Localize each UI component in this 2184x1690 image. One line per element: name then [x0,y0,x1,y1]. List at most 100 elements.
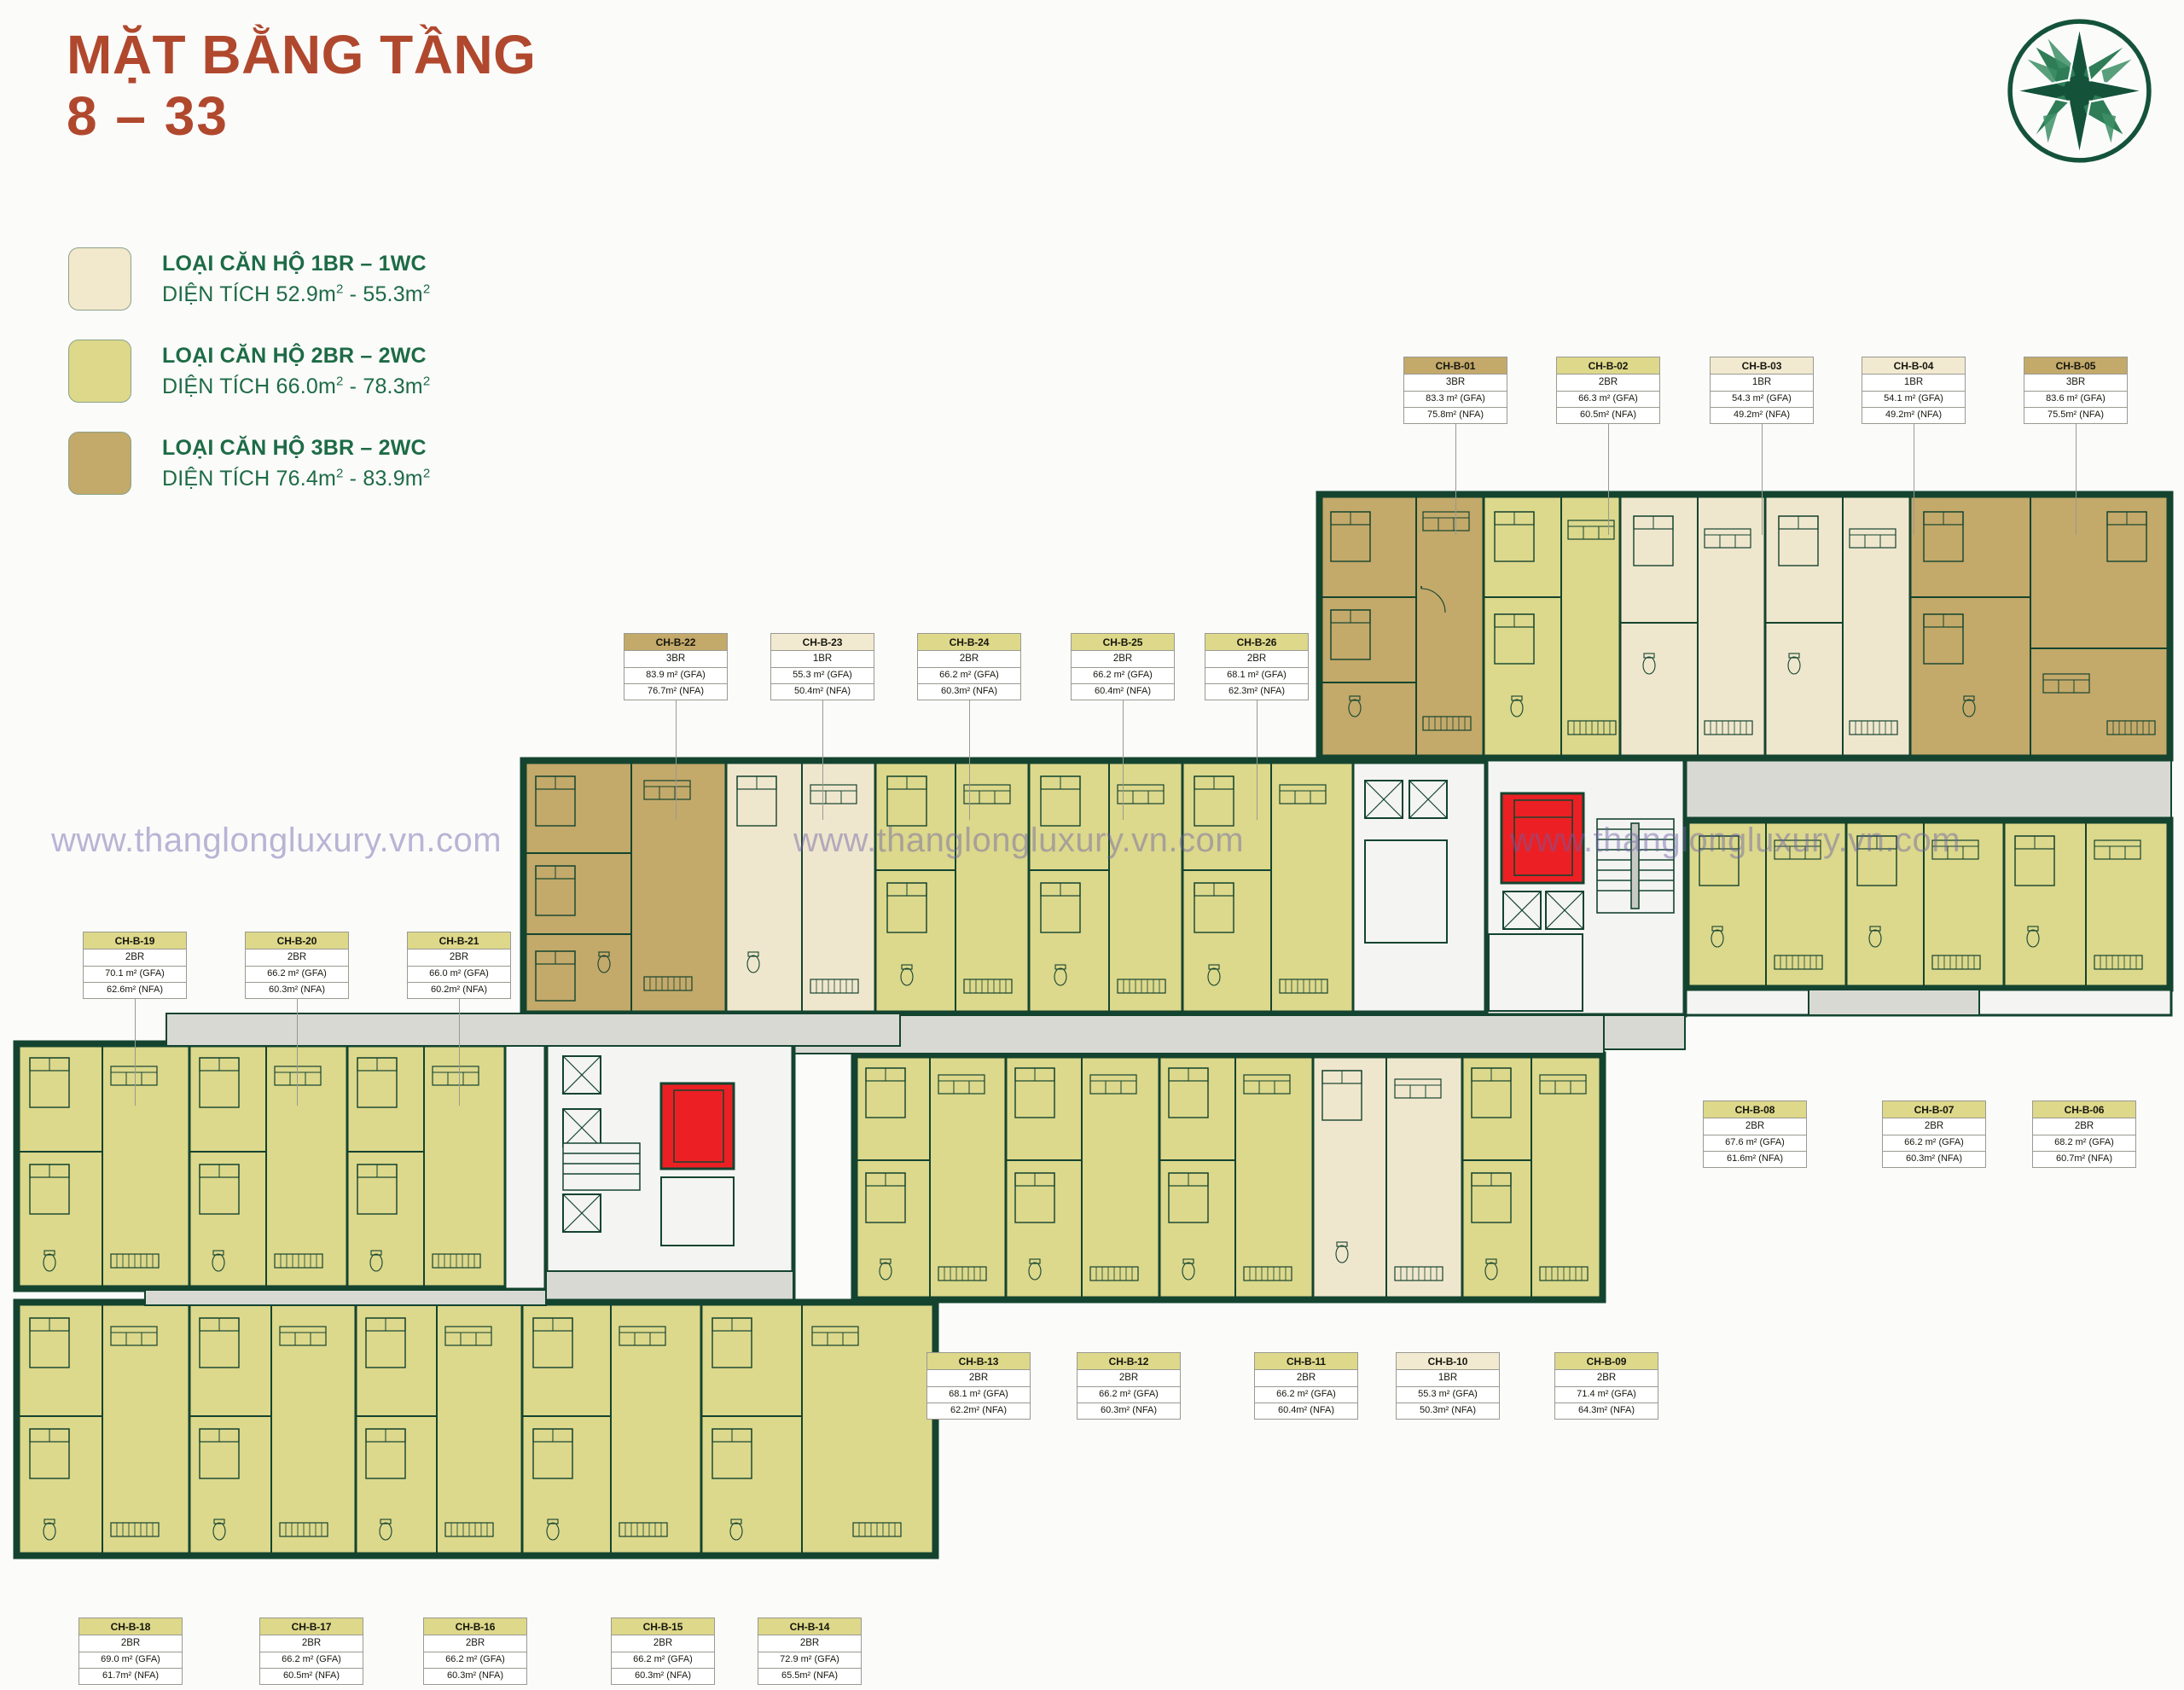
unit-code: CH-B-08 [1704,1101,1806,1118]
unit-bedrooms: 1BR [1711,375,1813,392]
unit-bedrooms: 2BR [1555,1370,1658,1387]
unit-code: CH-B-10 [1397,1353,1499,1370]
unit-code: CH-B-20 [246,932,348,950]
unit-nfa: 60.7m² (NFA) [2055,1153,2112,1164]
unit-code: CH-B-18 [79,1618,182,1635]
unit-gfa: 66.2 m² (GFA) [1255,1387,1357,1403]
unit-leader-line [676,696,677,820]
unit-code: CH-B-25 [1072,634,1174,651]
unit-gfa: 68.1 m² (GFA) [927,1387,1030,1403]
unit-nfa: 64.3m² (NFA) [1577,1405,1635,1415]
unit-code: CH-B-05 [2024,357,2127,375]
unit-nfa: 50.3m² (NFA) [1419,1405,1476,1415]
legend-label-2br: LOẠI CĂN HỘ 2BR – 2WC [162,343,427,368]
unit-bedrooms: 2BR [1704,1118,1806,1135]
unit-gfa: 66.2 m² (GFA) [1883,1135,1985,1152]
unit-nfa: 50.4m² (NFA) [793,686,851,696]
unit-code: CH-B-13 [927,1353,1030,1370]
unit-gfa: 66.2 m² (GFA) [612,1652,714,1669]
unit-gfa: 66.2 m² (GFA) [918,668,1020,684]
unit-code: CH-B-07 [1883,1101,1985,1118]
legend-area-1br: DIỆN TÍCH 52.9m2 - 55.3m2 [162,282,431,306]
unit-code: CH-B-19 [84,932,186,950]
unit-nfa: 76.7m² (NFA) [647,686,704,696]
unit-gfa: 72.9 m² (GFA) [758,1652,861,1669]
unit-gfa: 66.2 m² (GFA) [1072,668,1174,684]
unit-gfa: 68.2 m² (GFA) [2033,1135,2135,1152]
unit-bedrooms: 1BR [1862,375,1965,392]
unit-gfa: 71.4 m² (GFA) [1555,1387,1658,1403]
unit-nfa: 60.3m² (NFA) [1100,1405,1157,1415]
unit-gfa: 54.1 m² (GFA) [1862,392,1965,408]
unit-code: CH-B-14 [758,1618,861,1635]
legend-label-1br: LOẠI CĂN HỘ 1BR – 1WC [162,251,427,276]
unit-code: CH-B-15 [612,1618,714,1635]
unit-nfa: 60.3m² (NFA) [446,1670,503,1681]
unit-gfa: 83.6 m² (GFA) [2024,392,2127,408]
unit-bedrooms: 2BR [1557,375,1659,392]
unit-gfa: 67.6 m² (GFA) [1704,1135,1806,1152]
unit-bedrooms: 2BR [1255,1370,1357,1387]
unit-nfa: 60.3m² (NFA) [1905,1153,1962,1164]
unit-nfa: 49.2m² (NFA) [1733,409,1790,420]
unit-gfa: 54.3 m² (GFA) [1711,392,1813,408]
unit-bedrooms: 2BR [1077,1370,1180,1387]
unit-nfa: 60.5m² (NFA) [282,1670,340,1681]
unit-code: CH-B-09 [1555,1353,1658,1370]
legend-label-3br: LOẠI CĂN HỘ 3BR – 2WC [162,435,427,460]
unit-code: CH-B-02 [1557,357,1659,375]
unit-nfa: 60.3m² (NFA) [634,1670,691,1681]
unit-leader-line [1455,420,1456,535]
unit-bedrooms: 2BR [424,1635,526,1652]
unit-bedrooms: 2BR [408,950,510,967]
unit-gfa: 66.2 m² (GFA) [1077,1387,1180,1403]
legend-item-1br: LOẠI CĂN HỘ 1BR – 1WC DIỆN TÍCH 52.9m2 -… [68,247,430,311]
unit-gfa: 66.2 m² (GFA) [260,1652,363,1669]
unit-leader-line [1123,696,1124,820]
unit-code: CH-B-24 [918,634,1020,651]
unit-nfa: 62.6m² (NFA) [106,984,163,995]
unit-gfa: 66.2 m² (GFA) [424,1652,526,1669]
watermark-1: www.thanglongluxury.vn.com [51,822,502,859]
unit-code: CH-B-23 [771,634,874,651]
unit-leader-line [822,696,823,820]
unit-nfa: 60.3m² (NFA) [268,984,325,995]
unit-nfa: 60.4m² (NFA) [1277,1405,1334,1415]
unit-gfa: 66.3 m² (GFA) [1557,392,1659,408]
legend-swatch-3br [68,432,131,495]
unit-code: CH-B-26 [1205,634,1308,651]
unit-bedrooms: 3BR [1404,375,1507,392]
unit-nfa: 60.4m² (NFA) [1094,686,1151,696]
unit-leader-line [135,995,136,1106]
unit-gfa: 55.3 m² (GFA) [771,668,874,684]
unit-nfa: 75.8m² (NFA) [1426,409,1484,420]
